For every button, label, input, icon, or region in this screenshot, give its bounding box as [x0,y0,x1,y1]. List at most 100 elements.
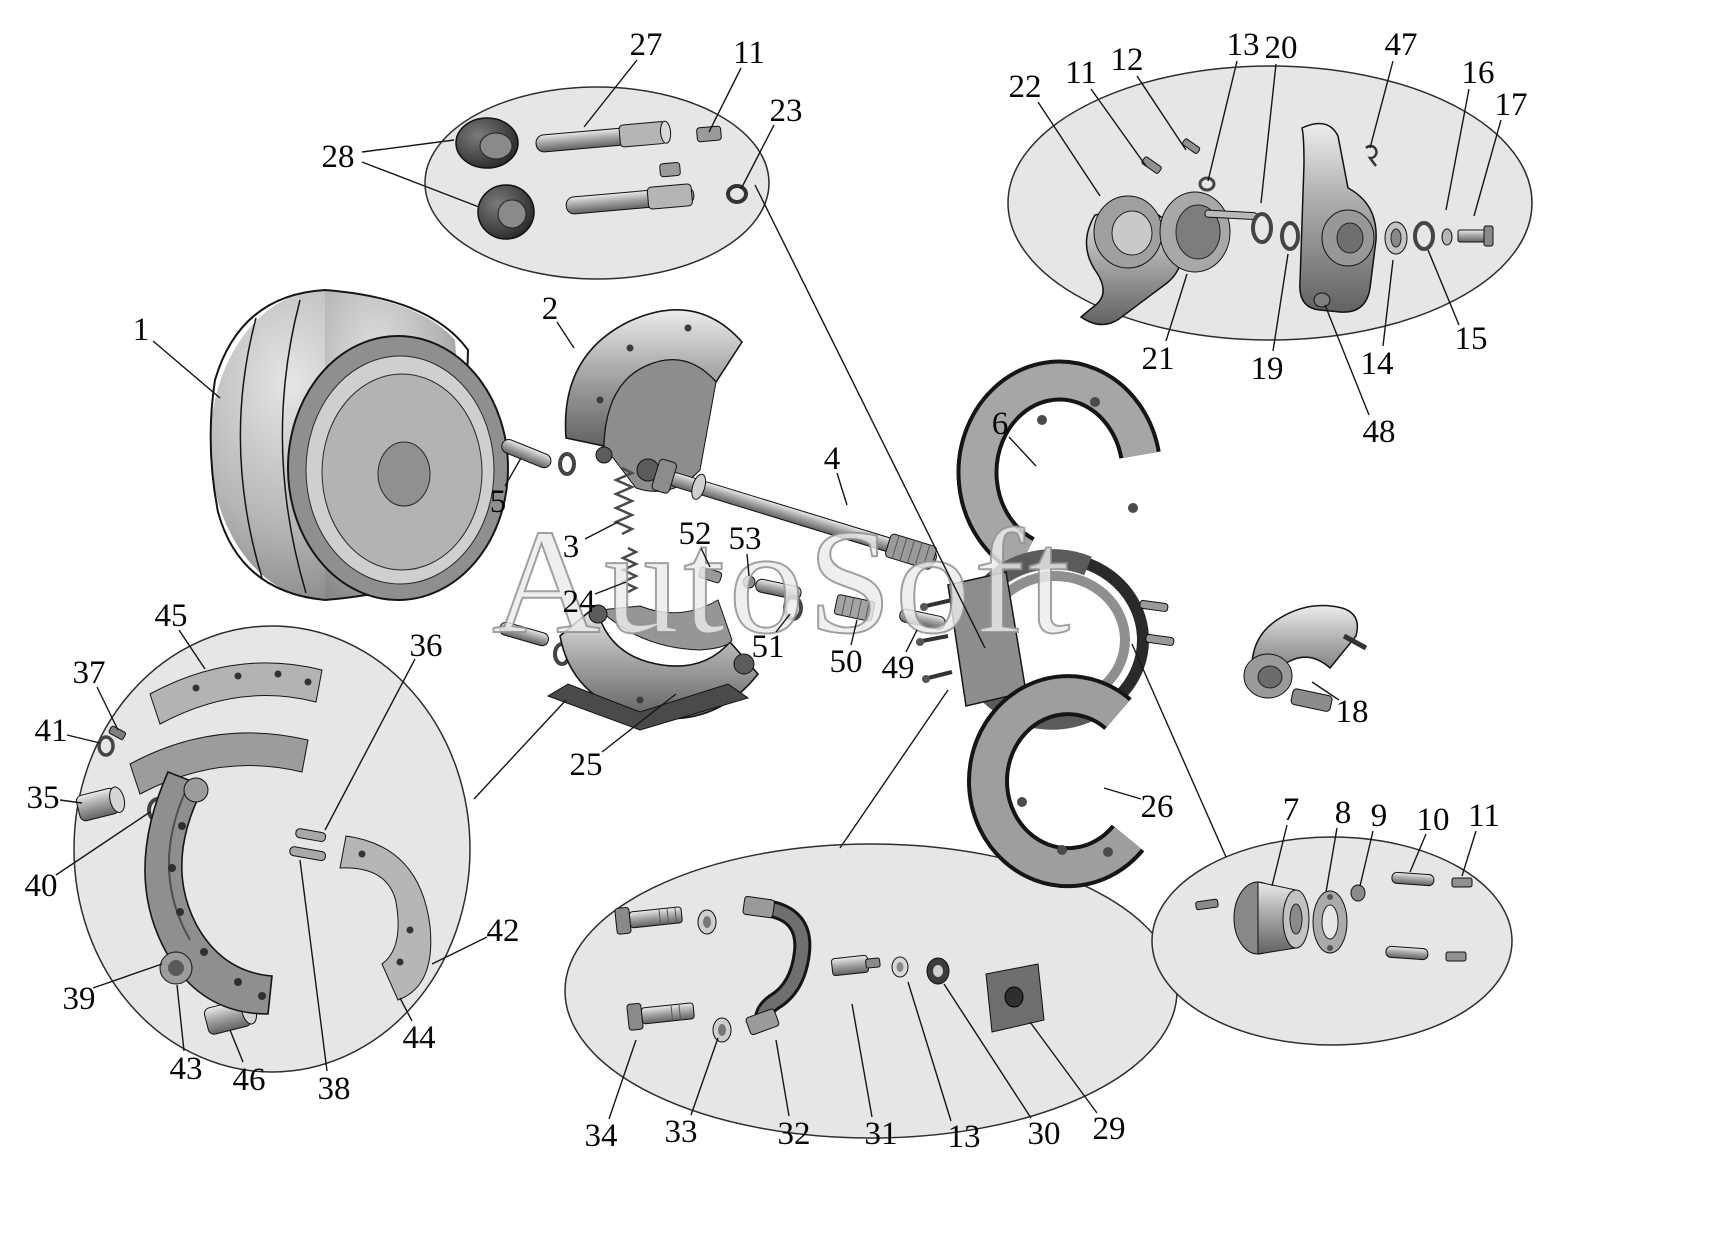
part-adjuster-gear [1159,191,1258,273]
callout-label: 25 [570,747,603,783]
leader-line [1207,60,1238,182]
leader-line [1409,833,1427,873]
leader-line [1445,88,1470,211]
leader-line [361,139,455,153]
leader-line [700,547,711,568]
callout-label: 51 [752,629,785,665]
part-adjusting-lever-18 [1243,604,1368,712]
part-bolt-34a [614,906,683,935]
leader-line [850,619,858,646]
callout-18: 18 [1311,681,1369,730]
callout-2: 2 [542,291,575,349]
callout-label: 40 [25,868,58,904]
callout-label: 10 [1417,802,1450,838]
callout-label: 15 [1455,321,1488,357]
callout-label: 48 [1363,414,1396,450]
callout-label: 31 [865,1116,898,1152]
callout-label: 49 [882,650,915,686]
leader-line [1272,253,1289,352]
part-lining-strip-44 [339,835,432,1001]
detail-bubbles-layer [73,65,1533,1139]
leader-line [399,997,413,1022]
callout-1: 1 [133,312,221,399]
callout-label: 53 [729,521,762,557]
part-brake-drum [209,288,509,602]
callout-label: 8 [1335,795,1352,831]
callout-label: 21 [1142,341,1175,377]
callout-label: 45 [155,598,188,634]
leader-line [1103,787,1142,800]
leader-line [708,67,742,133]
callout-label: 38 [318,1071,351,1107]
callout-7: 7 [1271,792,1299,887]
callout-label: 23 [770,93,803,129]
leader-line [1136,75,1187,151]
callout-label: 14 [1361,346,1394,382]
callout-31: 31 [851,1003,898,1152]
part-pushrod-upper [535,120,672,153]
callout-32: 32 [775,1039,811,1152]
callout-44: 44 [399,997,436,1056]
callout-label: 17 [1495,87,1528,123]
callout-11: 11 [1065,55,1147,167]
callout-24: 24 [563,581,627,620]
leader-line [594,581,627,595]
part-nut-9 [1350,884,1366,902]
part-brake-hose-32 [742,895,812,1036]
callout-15: 15 [1427,249,1488,357]
part-plate-29 [985,963,1045,1033]
connector-lines-layer [473,184,1227,858]
part-brake-shoe-upper [564,309,744,492]
part-studs-10 [1385,871,1435,961]
leader-line [1260,63,1277,204]
callout-14: 14 [1361,259,1394,382]
part-shoe-roller-35 [75,786,126,822]
leader-line [1369,60,1394,149]
callout-43: 43 [170,984,203,1087]
leader-line [504,457,522,487]
callout-17: 17 [1473,87,1528,217]
leader-line [324,658,416,831]
part-splash-shield-upper [956,359,1161,575]
callout-5: 5 [490,457,522,520]
leader-line [1473,119,1502,217]
leader-line [690,1037,719,1116]
leader-line [608,1039,637,1120]
callout-27: 27 [583,27,663,128]
callout-22: 22 [1009,69,1101,197]
callout-label: 11 [733,35,765,71]
callout-30: 30 [943,983,1061,1152]
connector-line [839,689,949,849]
callout-12: 12 [1111,42,1187,151]
leader-line [1271,824,1288,887]
callout-label: 33 [665,1114,698,1150]
callout-34: 34 [585,1039,637,1154]
part-lining-strip-45 [149,662,323,725]
callout-label: 11 [1065,55,1097,91]
callout-label: 27 [630,27,663,63]
callout-33: 33 [665,1037,719,1150]
callout-11: 11 [1461,798,1500,877]
parts-drawings-layer [75,117,1494,1043]
callout-label: 41 [35,713,68,749]
callout-42: 42 [431,913,520,965]
callout-label: 37 [73,655,106,691]
callout-49: 49 [882,629,918,686]
part-camshaft-arm [1299,122,1377,313]
callout-8: 8 [1325,795,1352,893]
callout-13: 13 [907,981,981,1155]
connector-line [754,184,986,649]
leader-line [1325,827,1338,893]
leader-line [1037,101,1101,197]
part-arm-washers [1384,221,1494,255]
part-fitting-31 [831,954,881,976]
leader-line [1382,259,1394,347]
part-pushrod-lower [565,183,695,215]
callout-47: 47 [1369,27,1418,149]
callout-19: 19 [1251,253,1289,387]
callout-label: 34 [585,1118,618,1154]
watermark-text: AutoSoft [492,499,1074,665]
callout-9: 9 [1359,798,1387,887]
